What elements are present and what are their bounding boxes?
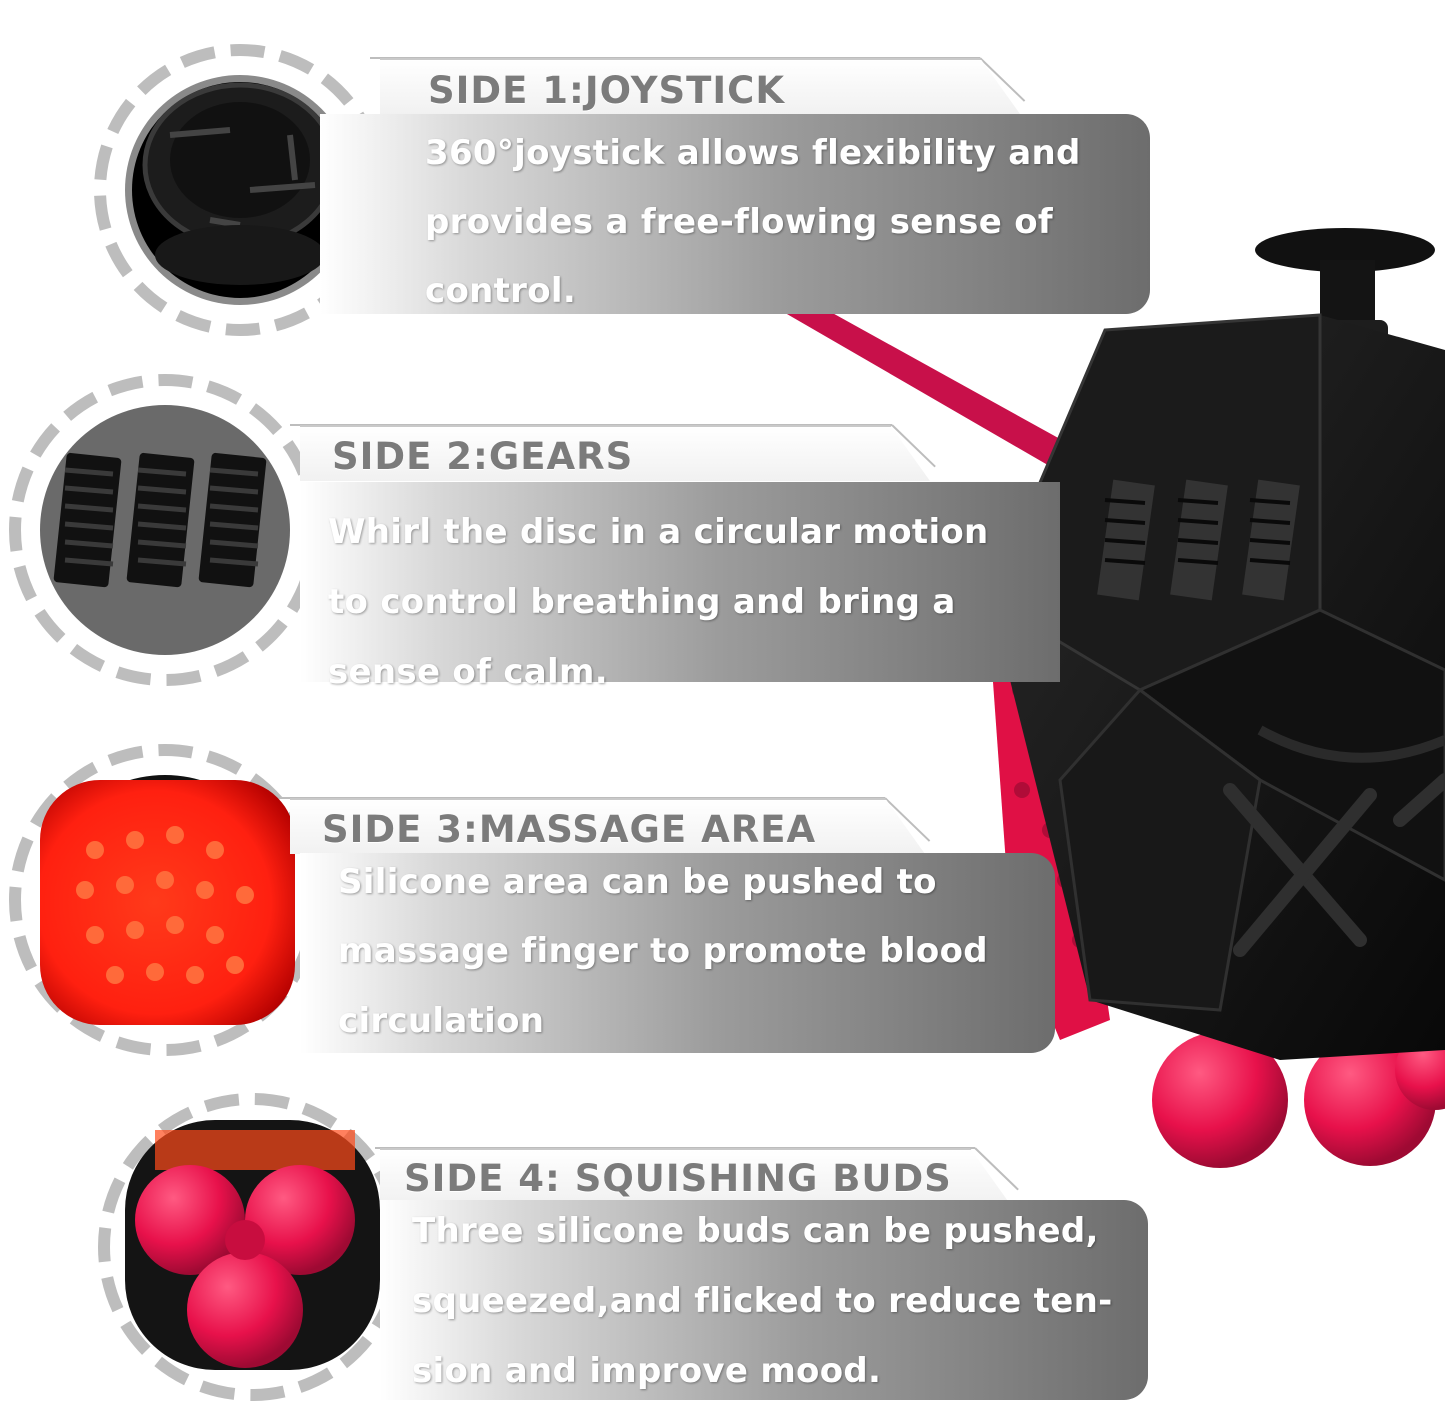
lanyard-strap bbox=[780, 295, 1080, 475]
feature-title: SIDE 2:GEARS bbox=[332, 435, 634, 478]
feature-description-line: Whirl the disc in a circular motion bbox=[328, 512, 989, 552]
feature-description-line: Three silicone buds can be pushed, bbox=[412, 1211, 1099, 1251]
feature-title: SIDE 4: SQUISHING BUDS bbox=[404, 1157, 952, 1200]
feature-title-tab bbox=[300, 425, 930, 481]
feature-title-tab bbox=[380, 1148, 1010, 1204]
feature-description-line: 360°joystick allows flexibility and bbox=[425, 133, 1081, 173]
feature-description-line: Silicone area can be pushed to bbox=[338, 862, 937, 902]
feature-description-line: sense of calm. bbox=[328, 652, 608, 692]
feature-description-panel bbox=[300, 853, 1055, 1053]
feature-title-tab bbox=[380, 58, 1020, 114]
feature-description-panel bbox=[320, 114, 1150, 314]
x-groove bbox=[1223, 773, 1445, 957]
squishing-buds-icon bbox=[95, 1090, 410, 1405]
feature-description-line: sion and improve mood. bbox=[412, 1351, 882, 1391]
feature-title-tab bbox=[290, 798, 925, 854]
feature-description-line: circulation bbox=[338, 1001, 545, 1041]
feature-description-line: squeezed,and flicked to reduce ten- bbox=[412, 1281, 1113, 1321]
fidget-cube-illustration bbox=[780, 228, 1445, 1168]
fidget-cube-product bbox=[760, 220, 1445, 1180]
feature-title: SIDE 3:MASSAGE AREA bbox=[322, 808, 817, 851]
gear-grooves bbox=[1097, 479, 1300, 601]
massage-area-icon bbox=[5, 740, 325, 1060]
feature-description-line: control. bbox=[425, 271, 577, 311]
feature-description-line: to control breathing and bring a bbox=[328, 582, 956, 622]
feature-description-line: massage finger to promote blood bbox=[338, 931, 988, 971]
feature-description-panel bbox=[380, 1200, 1148, 1400]
bud-shape bbox=[1152, 1032, 1288, 1168]
feature-description-panel bbox=[300, 482, 1060, 682]
feature-title: SIDE 1:JOYSTICK bbox=[428, 69, 785, 112]
joystick-icon bbox=[90, 40, 390, 340]
gears-icon bbox=[5, 370, 325, 690]
feature-description-line: provides a free-flowing sense of bbox=[425, 202, 1053, 242]
